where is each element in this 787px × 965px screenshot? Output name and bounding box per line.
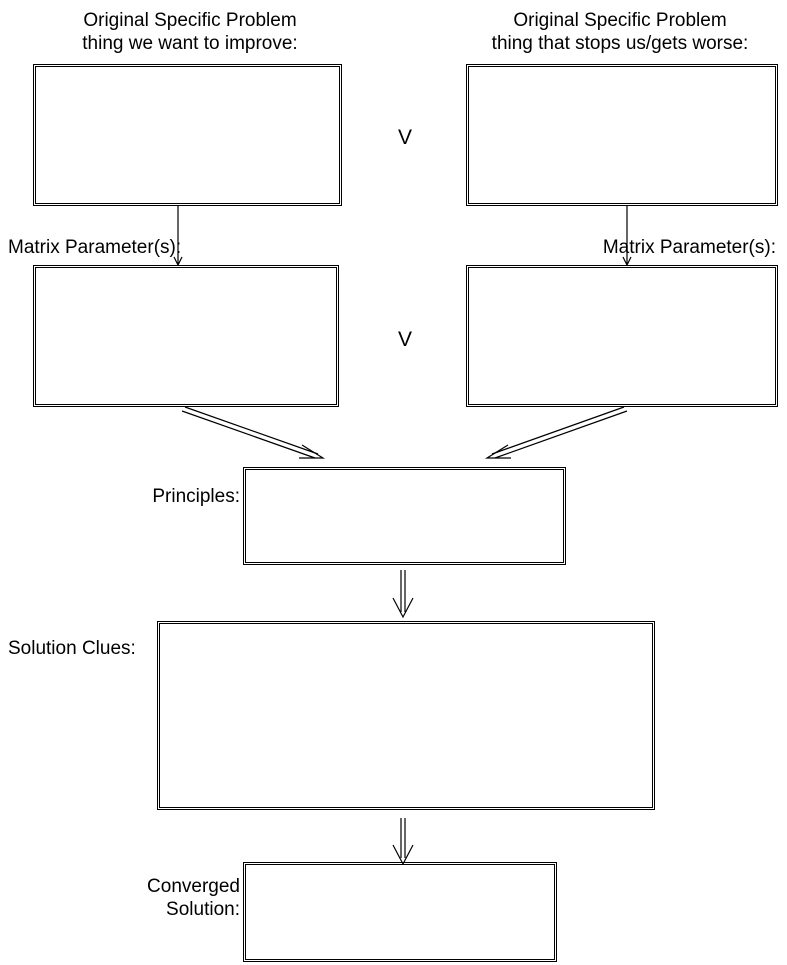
converged-solution-line2: Solution: [166,899,240,920]
worsen-heading-line2: thing that stops us/gets worse: [491,33,749,54]
matrix-parameter-left-box[interactable] [33,265,339,407]
arrow-matrix-right-to-principles [484,406,628,459]
arrow-matrix-left-to-principles [181,406,326,459]
arrow-solution-clues-to-converged-solution [392,818,414,866]
improve-heading-line2: thing we want to improve: [82,33,298,54]
improve-heading-line1: Original Specific Problem [83,10,297,31]
worsen-box[interactable] [466,64,778,206]
improve-box[interactable] [33,64,342,206]
versus-middle: V [398,328,413,351]
matrix-parameter-left-label: Matrix Parameter(s): [8,237,182,258]
converged-solution-line1: Converged [147,876,240,897]
worsen-heading-line1: Original Specific Problem [513,10,727,31]
principles-label: Principles: [152,486,240,507]
solution-clues-label: Solution Clues: [8,638,136,659]
converged-solution-label: Converged Solution: [100,875,240,921]
matrix-parameter-right-label: Matrix Parameter(s): [602,237,776,258]
arrow-improve-to-matrix-left [173,206,183,267]
arrow-principles-to-solution-clues [392,570,414,619]
converged-solution-box[interactable] [243,862,557,962]
matrix-parameter-right-box[interactable] [466,265,778,407]
worsen-heading: Original Specific Problem thing that sto… [460,9,780,55]
improve-heading: Original Specific Problem thing we want … [30,9,350,55]
versus-top: V [398,126,413,149]
solution-clues-box[interactable] [157,621,655,810]
principles-box[interactable] [243,467,566,565]
arrow-worsen-to-matrix-right [622,206,632,267]
